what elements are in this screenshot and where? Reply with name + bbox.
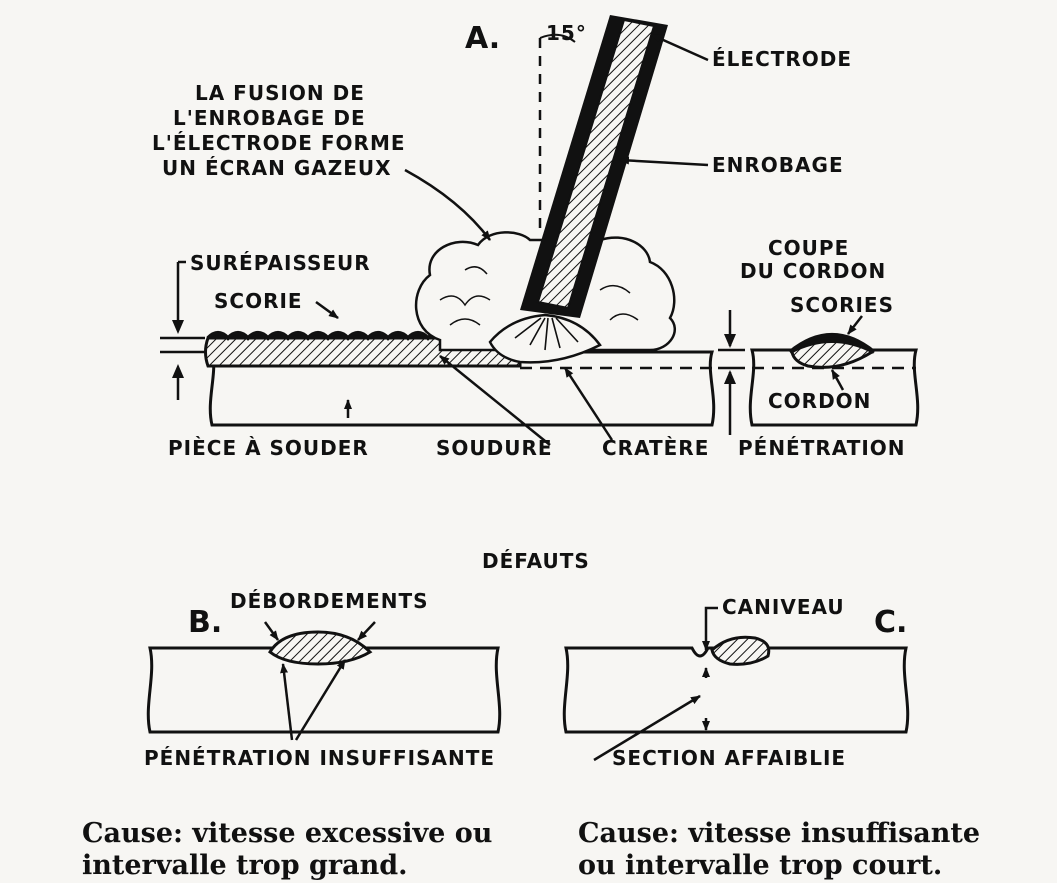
figure-c: C. CANIVEAU SECTION AFFAIBLIE (562, 595, 910, 770)
electrode-core (536, 18, 656, 310)
fusion-note-line-1: LA FUSION DE (195, 81, 365, 105)
figure-b-caption: Cause: vitesse excessive ou intervalle t… (82, 818, 552, 882)
penetration-label: PÉNÉTRATION (738, 436, 906, 460)
soudure-label: SOUDURE (436, 436, 553, 460)
figure-b-letter: B. (188, 605, 222, 640)
figure-b-bead (268, 630, 373, 666)
surepaisseur-label: SURÉPAISSEUR (190, 251, 371, 275)
figure-b-caption-line-2: intervalle trop grand. (82, 850, 408, 881)
debordements-label: DÉBORDEMENTS (230, 589, 429, 613)
figure-c-caption-line-1: Cause: vitesse insuffisante (578, 818, 981, 849)
fusion-note-line-3: L'ÉLECTRODE FORME (152, 131, 406, 155)
electrode-label: ÉLECTRODE (712, 47, 852, 71)
enrobage-label: ENROBAGE (712, 153, 844, 177)
figure-a: A. 15° ÉLECTRODE ENROBAGE LA FUSION DE L… (152, 15, 920, 460)
figure-c-caption: Cause: vitesse insuffisante ou intervall… (578, 818, 1048, 882)
section-affaiblie-label: SECTION AFFAIBLIE (612, 746, 846, 770)
figure-b-plate (146, 646, 502, 734)
figure-c-plate (562, 646, 910, 734)
fusion-note-line-2: L'ENROBAGE DE (173, 106, 366, 130)
piece-label: PIÈCE À SOUDER (168, 436, 369, 460)
figure-c-bead (710, 635, 771, 666)
cordon-label: CORDON (768, 389, 871, 413)
fusion-note-line-4: UN ÉCRAN GAZEUX (162, 156, 392, 180)
coupe-label-line-1: COUPE (768, 236, 849, 260)
figure-b-caption-line-1: Cause: vitesse excessive ou (82, 818, 493, 849)
defects-title: DÉFAUTS (482, 549, 590, 573)
penetration-insuffisante-label: PÉNÉTRATION INSUFFISANTE (144, 746, 495, 770)
scories-label: SCORIES (790, 293, 894, 317)
crater (488, 313, 602, 364)
work-piece (208, 350, 716, 427)
scorie-label: SCORIE (214, 289, 303, 313)
angle-label: 15° (546, 21, 587, 45)
cratere-label: CRATÈRE (602, 436, 709, 460)
figure-b: B. DÉBORDEMENTS PÉNÉTRATION INSUFFISANTE (144, 589, 502, 770)
cross-section-slag (788, 333, 876, 354)
figure-c-letter: C. (874, 605, 907, 640)
coupe-label-line-2: DU CORDON (740, 259, 886, 283)
figure-a-letter: A. (465, 21, 500, 56)
figure-c-caption-line-2: ou intervalle trop court. (578, 850, 943, 881)
caniveau-label: CANIVEAU (722, 595, 845, 619)
